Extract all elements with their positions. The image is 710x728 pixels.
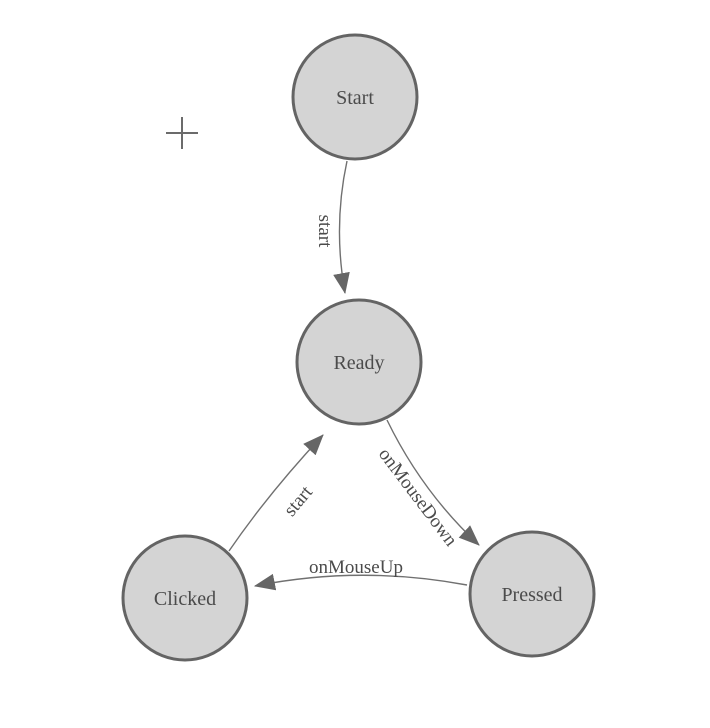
transition-label: start	[280, 481, 318, 520]
state-label: Ready	[333, 352, 384, 374]
state-circle[interactable]	[468, 530, 596, 658]
state-node-start[interactable]: Start	[291, 33, 419, 161]
state-label: Pressed	[501, 584, 562, 606]
state-circle[interactable]	[291, 33, 419, 161]
transition-label: onMouseDown	[374, 444, 462, 551]
state-circle[interactable]	[295, 298, 423, 426]
transition-clicked-ready[interactable]: start	[228, 434, 324, 552]
state-label: Clicked	[154, 588, 216, 610]
transition-label: onMouseUp	[309, 557, 403, 578]
transition-pressed-clicked[interactable]: onMouseUp	[253, 557, 468, 591]
state-circle[interactable]	[121, 534, 249, 662]
transition-start-ready[interactable]: start	[314, 160, 350, 295]
state-node-pressed[interactable]: Pressed	[468, 530, 596, 658]
state-label: Start	[336, 87, 374, 109]
transition-line[interactable]	[228, 434, 324, 552]
transition-line[interactable]	[253, 573, 468, 591]
origin-crosshair-icon	[166, 117, 198, 149]
transition-label: start	[314, 215, 335, 248]
transition-line[interactable]	[333, 160, 350, 295]
state-node-ready[interactable]: Ready	[295, 298, 423, 426]
transition-ready-pressed[interactable]: onMouseDown	[374, 419, 480, 551]
state-node-clicked[interactable]: Clicked	[121, 534, 249, 662]
transition-line[interactable]	[386, 419, 480, 546]
